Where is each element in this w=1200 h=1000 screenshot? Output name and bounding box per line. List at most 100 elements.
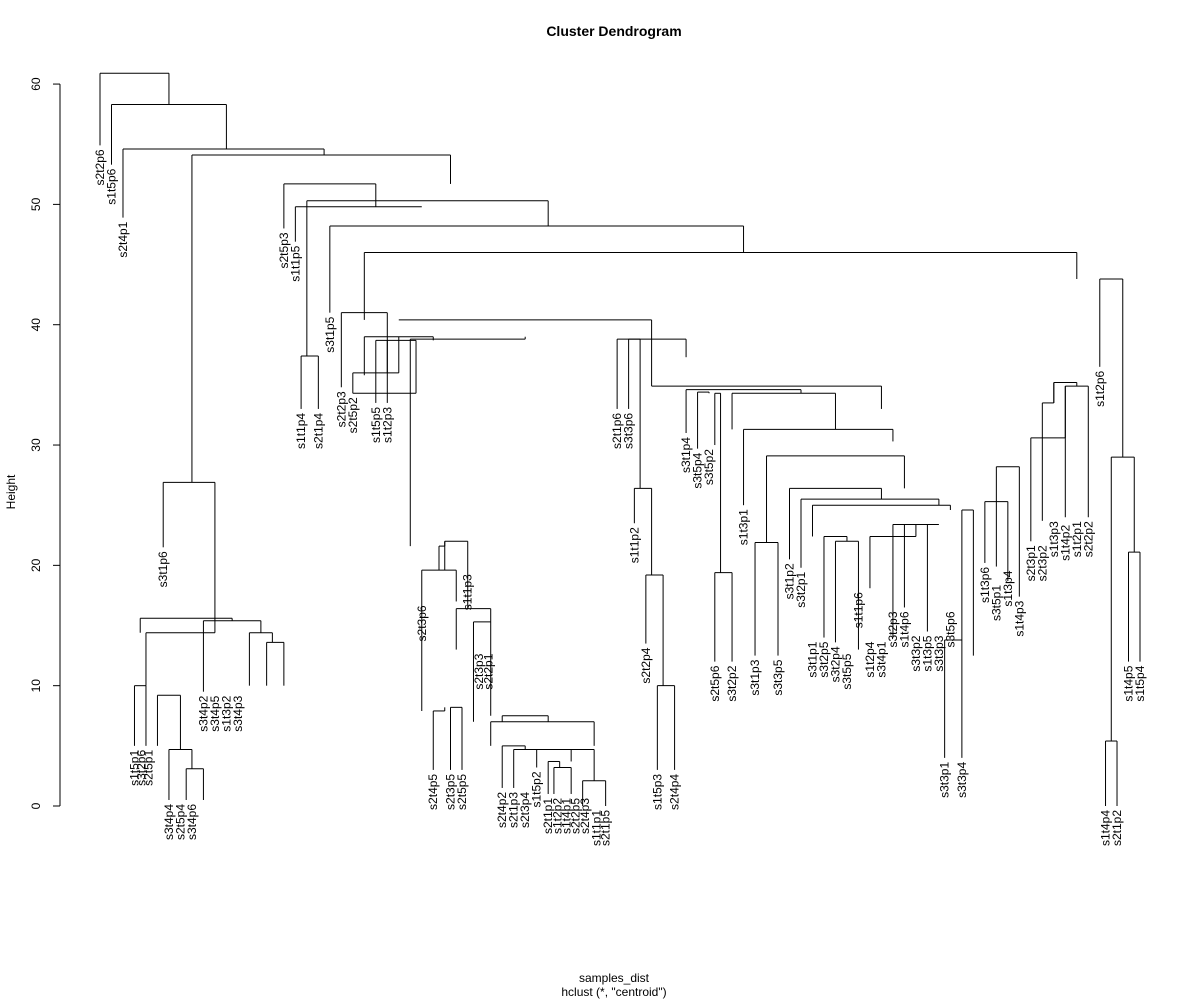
leaf-label: s2t2p5	[569, 798, 583, 834]
leaf-label: s3t5p1	[989, 585, 1003, 621]
dendrogram-leaves: s2t2p6s1t5p6s2t4p1s3t1p6s1t5p1s3t2p6s2t5…	[93, 149, 1147, 846]
leaf-label: s3t3p1	[938, 762, 952, 798]
leaf-label: s1t5p1	[127, 750, 141, 786]
leaf-label: s3t2p2	[725, 665, 739, 701]
leaf-label: s1t4p5	[1122, 665, 1136, 701]
leaf-label: s1t5p2	[530, 771, 544, 807]
leaf-label: s3t4p4	[162, 804, 176, 840]
leaf-label: s2t5p3	[277, 232, 291, 268]
leaf-label: s3t4p6	[185, 804, 199, 840]
leaf-label: s2t1p3	[507, 792, 521, 828]
leaf-label: s2t5p5	[455, 774, 469, 810]
leaf-label: s1t1p5	[288, 245, 302, 281]
leaf-label: s1t3p2	[219, 695, 233, 731]
leaf-label: s1t3p3	[1047, 521, 1061, 557]
leaf-label: s1t2p3	[380, 407, 394, 443]
leaf-label: s3t1p5	[323, 316, 337, 352]
leaf-label: s1t2p6	[1093, 370, 1107, 406]
leaf-label: s2t4p5	[426, 774, 440, 810]
leaf-label: s1t3p1	[737, 509, 751, 545]
y-axis-label: Height	[4, 474, 18, 509]
leaf-label: s1t2p1	[1070, 521, 1084, 557]
dendrogram-segments	[99, 72, 1141, 806]
leaf-label: s2t1p1	[541, 798, 555, 834]
leaf-label: s2t4p2	[495, 792, 509, 828]
y-tick-label: 10	[29, 679, 43, 693]
leaf-label: s2t2p4	[639, 647, 653, 683]
leaf-label: s1t3p5	[920, 635, 934, 671]
leaf-label: s3t4p2	[196, 695, 210, 731]
y-tick-label: 50	[29, 197, 43, 211]
leaf-label: s2t2p2	[1081, 521, 1095, 557]
x-axis-label: samples_dist	[579, 971, 650, 985]
leaf-label: s3t4p1	[874, 641, 888, 677]
leaf-label: s3t5p5	[840, 653, 854, 689]
leaf-label: s3t2p3	[886, 611, 900, 647]
chart-title: Cluster Dendrogram	[546, 23, 681, 39]
leaf-label: s3t5p2	[702, 449, 716, 485]
y-tick-label: 0	[29, 802, 43, 809]
leaf-label: s3t4p5	[208, 695, 222, 731]
leaf-label: s1t3p6	[978, 567, 992, 603]
leaf-label: s2t5p6	[708, 665, 722, 701]
leaf-label: s3t1p1	[805, 641, 819, 677]
leaf-label: s1t2p2	[550, 798, 564, 834]
leaf-label: s3t2p1	[794, 571, 808, 607]
leaf-label: s3t1p3	[748, 659, 762, 695]
leaf-label: s2t5p1	[141, 750, 155, 786]
leaf-label: s2t2p1	[481, 653, 495, 689]
leaf-label: s2t4p1	[116, 221, 130, 257]
y-tick-label: 60	[29, 77, 43, 91]
leaf-label: s1t4p6	[897, 611, 911, 647]
leaf-label: s3t1p6	[156, 551, 170, 587]
leaf-label: s3t5p6	[943, 611, 957, 647]
leaf-label: s1t5p5	[369, 407, 383, 443]
leaf-label: s1t1p6	[851, 592, 865, 628]
leaf-label: s3t2p5	[817, 641, 831, 677]
leaf-label: s1t4p2	[1058, 525, 1072, 561]
leaf-label: s2t2p3	[334, 391, 348, 427]
leaf-label: s1t5p4	[1133, 665, 1147, 701]
leaf-label: s3t4p3	[231, 695, 245, 731]
leaf-label: s3t1p2	[783, 563, 797, 599]
leaf-label: s1t4p3	[1012, 600, 1026, 636]
leaf-label: s2t3p6	[415, 605, 429, 641]
leaf-label: s3t3p3	[932, 635, 946, 671]
leaf-label: s3t3p4	[955, 762, 969, 798]
leaf-label: s1t1p1	[589, 810, 603, 846]
leaf-label: s2t1p6	[610, 413, 624, 449]
leaf-label: s2t3p1	[1024, 545, 1038, 581]
leaf-label: s2t5p2	[346, 397, 360, 433]
leaf-label: s1t4p4	[1099, 810, 1113, 846]
leaf-label: s2t3p3	[472, 653, 486, 689]
leaf-label: s2t1p2	[1110, 810, 1124, 846]
leaf-label: s2t1p4	[311, 413, 325, 449]
y-axis: 0 10 20 30 40 50 60	[29, 77, 61, 809]
leaf-label: s2t5p4	[173, 804, 187, 840]
leaf-label: s3t3p6	[622, 413, 636, 449]
leaf-label: s3t3p2	[909, 635, 923, 671]
leaf-label: s1t5p6	[104, 168, 118, 204]
leaf-label: s1t3p4	[1001, 570, 1015, 606]
leaf-label: s2t4p3	[578, 798, 592, 834]
leaf-label: s2t4p4	[668, 774, 682, 810]
leaf-label: s3t2p4	[828, 646, 842, 682]
y-tick-label: 30	[29, 438, 43, 452]
leaf-label: s1t1p3	[461, 574, 475, 610]
leaf-label: s2t2p6	[93, 149, 107, 185]
y-tick-label: 40	[29, 318, 43, 332]
leaf-label: s1t1p4	[294, 413, 308, 449]
leaf-label: s2t1p5	[599, 810, 613, 846]
leaf-label: s3t3p5	[771, 659, 785, 695]
leaf-label: s1t4p1	[560, 798, 574, 834]
leaf-label: s1t1p2	[627, 527, 641, 563]
leaf-label: s3t1p4	[679, 437, 693, 473]
leaf-label: s3t2p6	[134, 750, 148, 786]
leaf-label: s2t3p5	[443, 774, 457, 810]
leaf-label: s1t2p4	[863, 641, 877, 677]
leaf-label: s2t3p2	[1035, 545, 1049, 581]
y-tick-label: 20	[29, 558, 43, 572]
leaf-label: s2t3p4	[518, 792, 532, 828]
leaf-label: s1t5p3	[650, 774, 664, 810]
